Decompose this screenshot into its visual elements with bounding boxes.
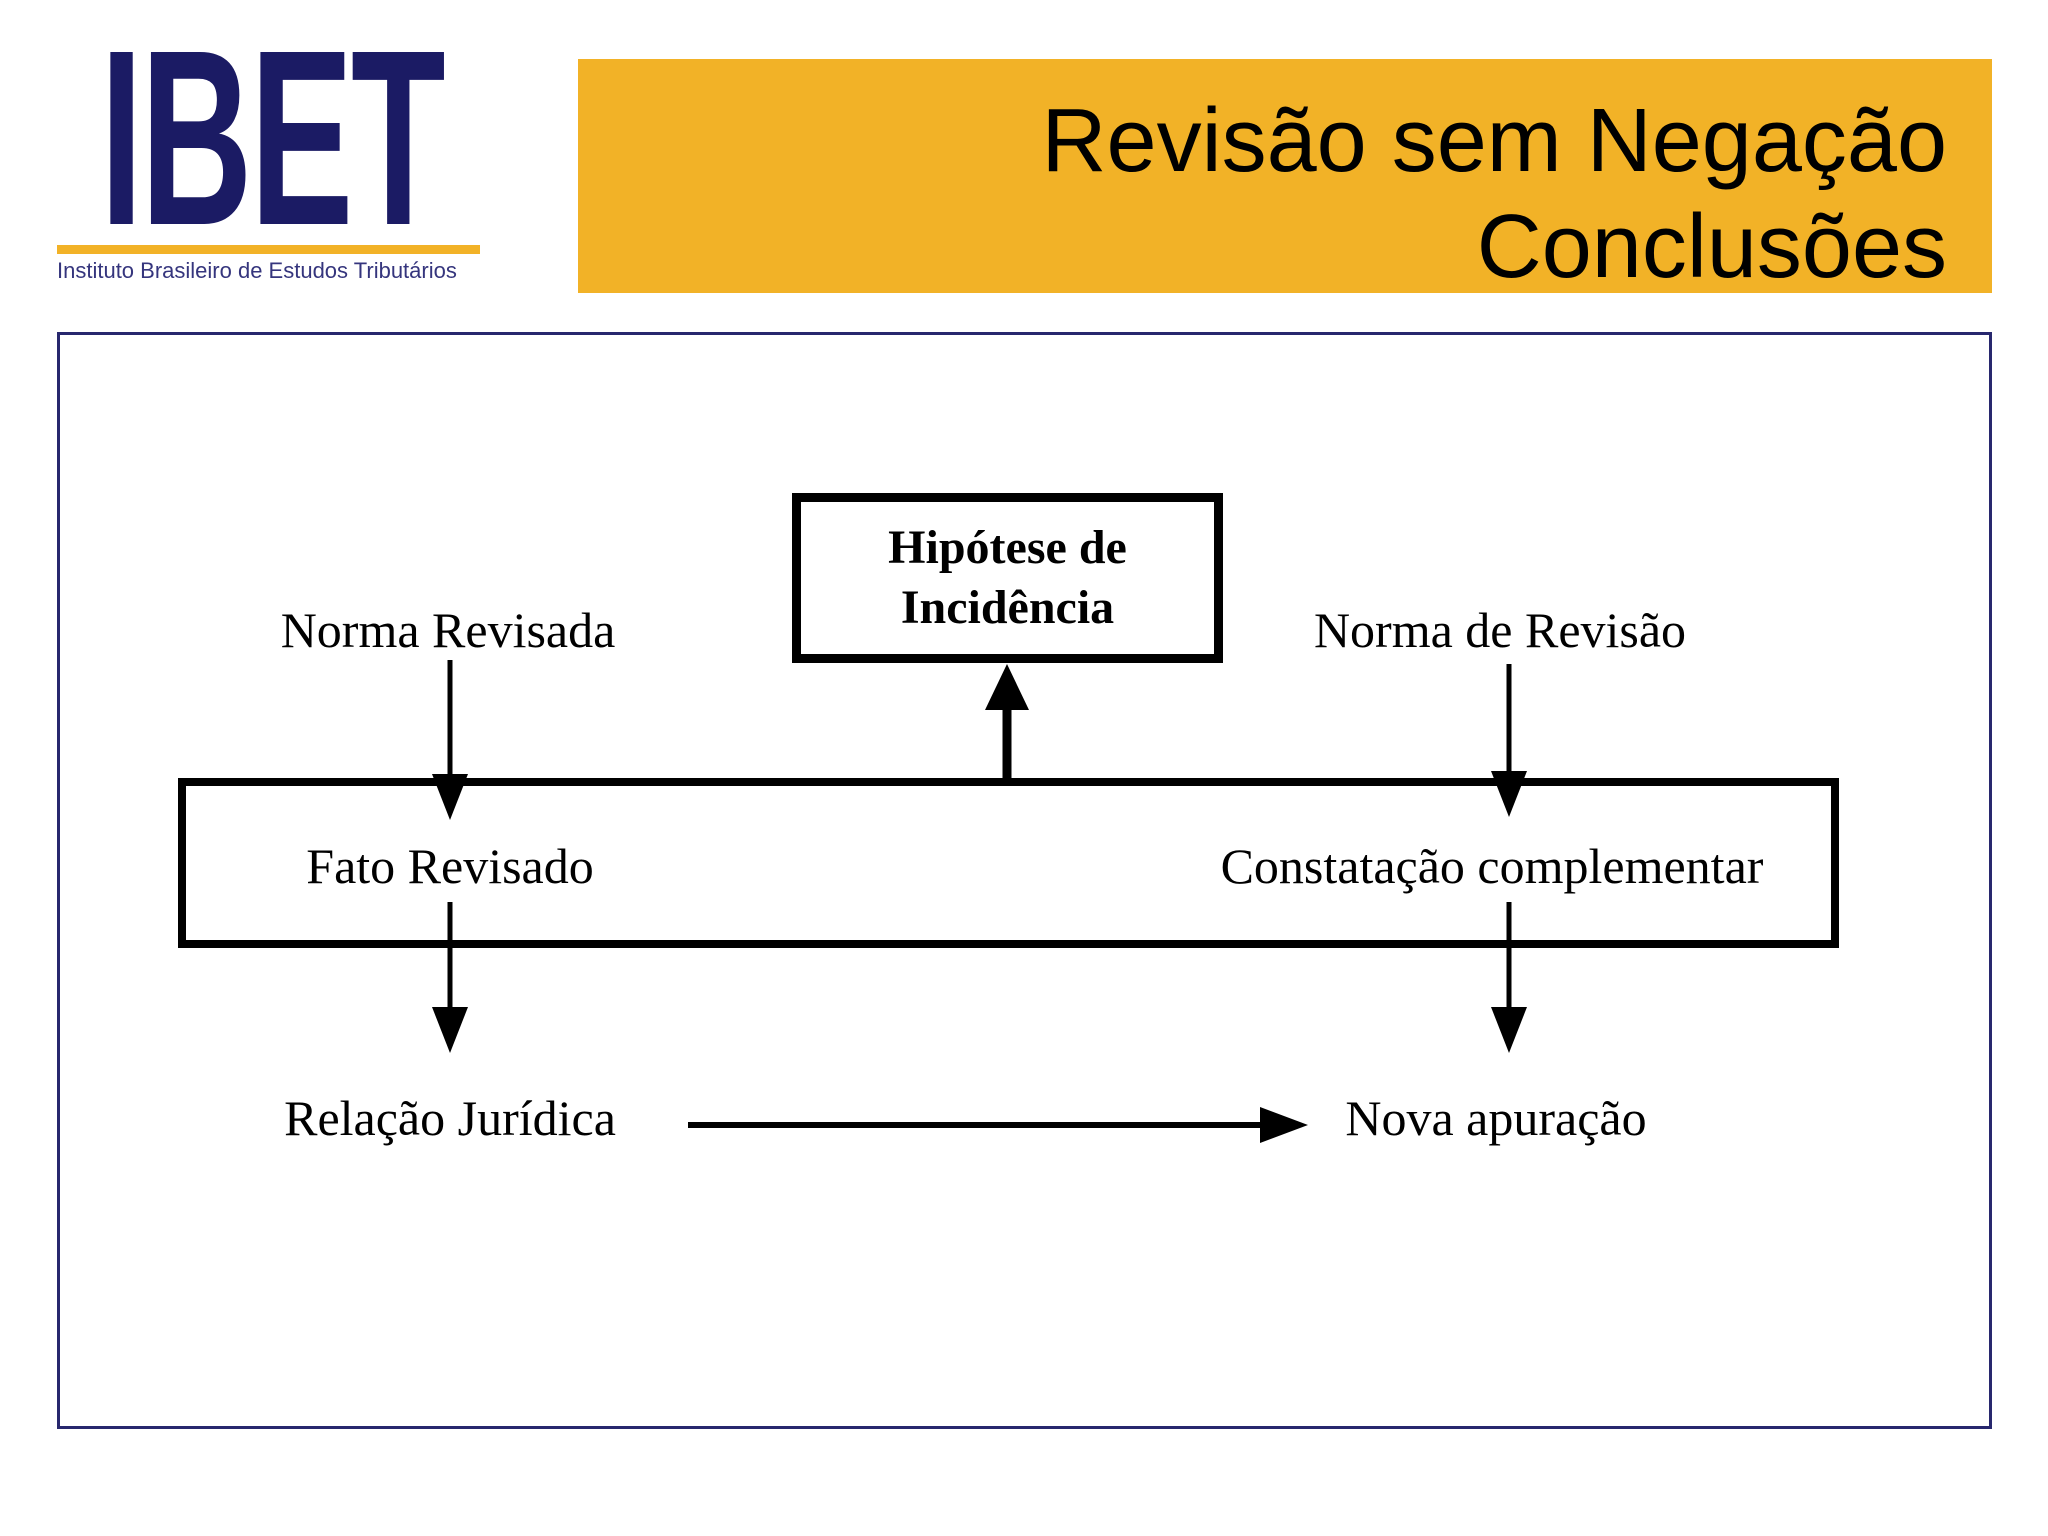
ibet-logo-underline [57,245,480,254]
arrow-norma-revisada-to-fato-revisado [432,660,468,820]
label-relacao-juridica: Relação Jurídica [284,1090,616,1146]
arrow-rect-to-hipotese [985,664,1029,778]
arrow-head-down-icon [1491,1007,1527,1053]
box-hipotese-de-incidencia: Hipótese de Incidência [792,493,1223,663]
label-norma-de-revisao: Norma de Revisão [1313,602,1687,658]
slide-title-line1: Revisão sem Negação [1041,91,1947,191]
label-fato-revisado: Fato Revisado [306,838,594,894]
label-norma-revisada: Norma Revisada [280,602,616,658]
ibet-logo-subtitle: Instituto Brasileiro de Estudos Tributár… [57,258,457,283]
arrow-fato-revisado-to-relacao-juridica [432,902,468,1053]
hipotese-line2: Incidência [900,581,1115,634]
arrow-head-right-icon [1260,1107,1308,1143]
arrow-shaft [1506,664,1512,777]
arrow-shaft [1002,704,1012,778]
arrow-head-up-icon [985,664,1029,710]
arrow-head-down-icon [432,774,468,820]
label-nova-apuracao: Nova apuração [1345,1090,1647,1146]
label-constatacao-complementar: Constatação complementar [1220,838,1764,894]
slide-title-line2: Conclusões [1476,197,1947,297]
arrow-shaft [447,660,453,780]
arrow-head-down-icon [1491,771,1527,817]
hipotese-line1: Hipótese de [888,521,1127,574]
arrow-constatacao-to-nova-apuracao [1491,902,1527,1053]
arrow-shaft [1506,902,1512,1013]
arrow-head-down-icon [432,1007,468,1053]
ibet-logo: IBET [100,0,446,277]
arrow-shaft [688,1122,1266,1128]
arrow-relacao-juridica-to-nova-apuracao [688,1106,1308,1144]
arrow-shaft [447,902,453,1013]
arrow-norma-de-revisao-to-constatacao [1491,664,1527,817]
title-banner: Revisão sem Negação Conclusões [578,59,1992,297]
